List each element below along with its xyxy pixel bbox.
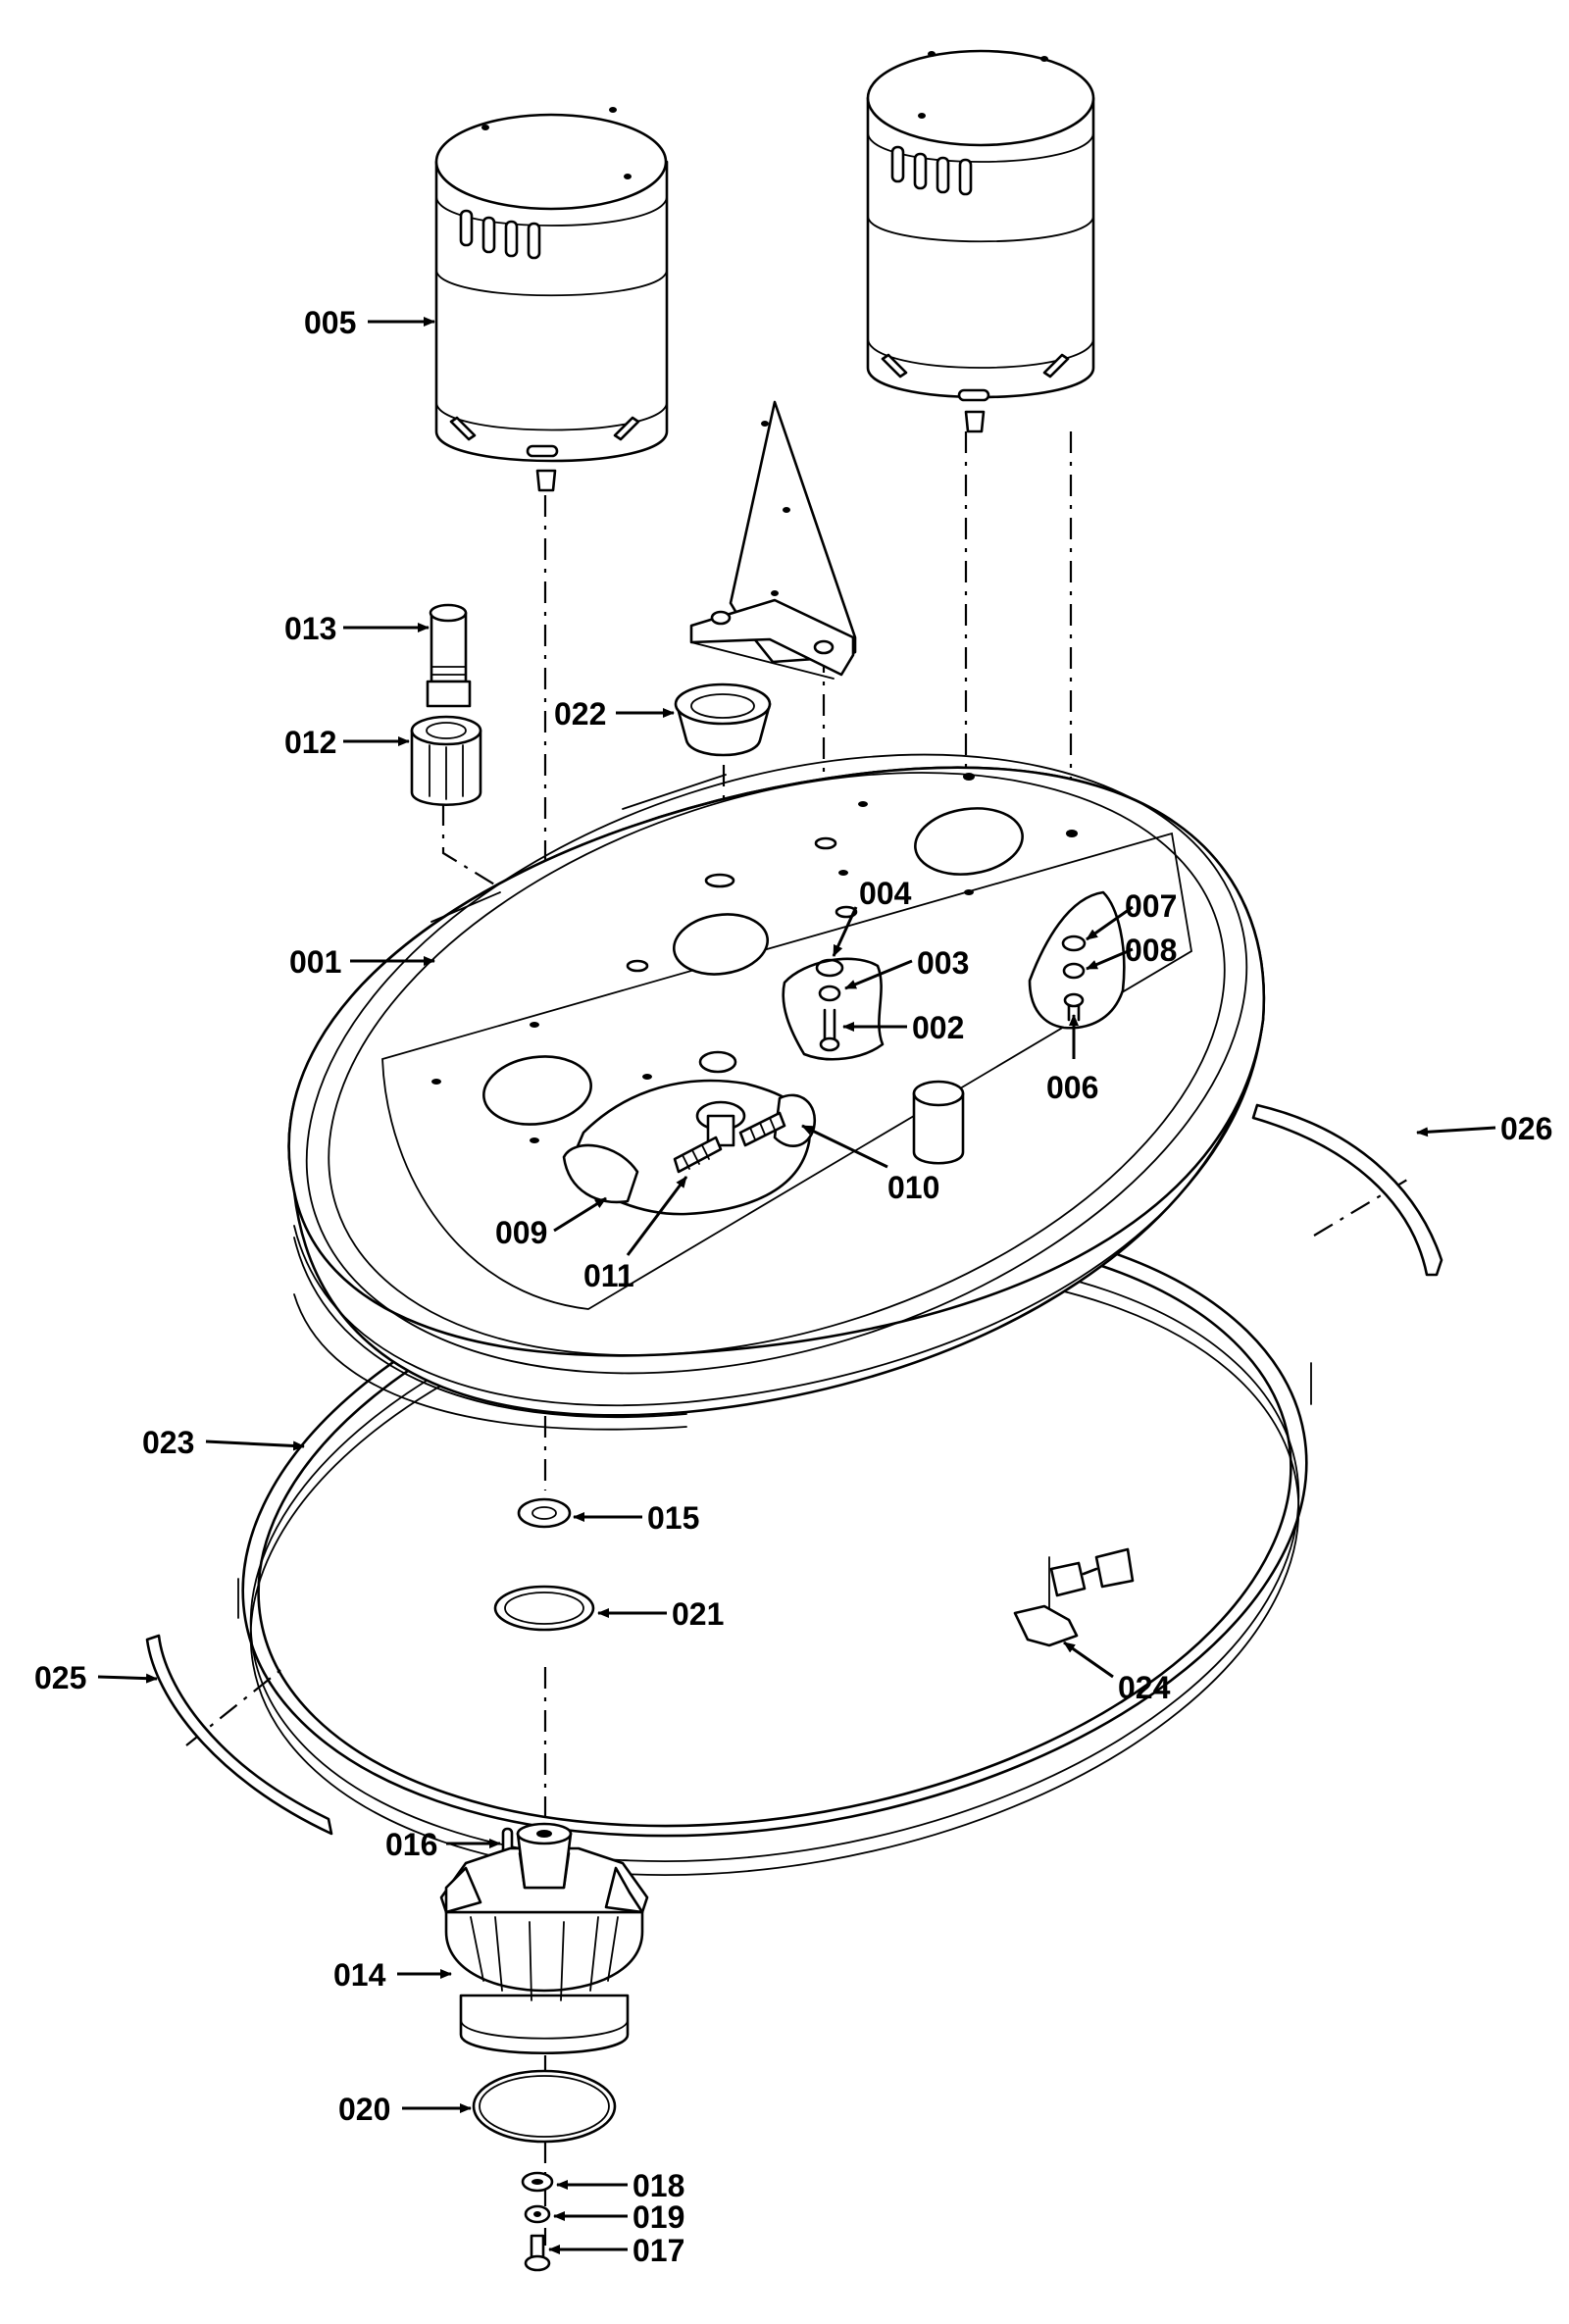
callout-007: 007 <box>1125 888 1177 924</box>
callout-009: 009 <box>495 1215 547 1250</box>
lock-washer-019 <box>524 2204 551 2224</box>
callout-006: 006 <box>1046 1070 1098 1105</box>
bolt-017 <box>524 2234 551 2272</box>
impeller-hub-014 <box>439 1822 649 2054</box>
leader-arrows <box>97 317 1496 2254</box>
callout-025: 025 <box>34 1660 86 1695</box>
callout-002: 002 <box>912 1010 964 1045</box>
callout-008: 008 <box>1125 933 1177 968</box>
washer-015 <box>517 1497 572 1529</box>
band-latch-024 <box>1013 1547 1135 1647</box>
callout-003: 003 <box>917 945 969 981</box>
callout-022: 022 <box>554 696 606 732</box>
mounting-bracket <box>689 400 857 680</box>
callout-023: 023 <box>142 1425 194 1460</box>
o-ring-021 <box>493 1585 595 1632</box>
fitting-013 <box>426 603 472 708</box>
seal-ring-020 <box>472 2069 617 2144</box>
callout-013: 013 <box>284 611 336 646</box>
main-housing-001 <box>287 753 1266 1431</box>
callout-014: 014 <box>333 1957 386 1993</box>
callout-024: 024 <box>1118 1670 1171 1705</box>
callout-016: 016 <box>385 1827 437 1862</box>
callout-018: 018 <box>633 2168 684 2203</box>
callout-019: 019 <box>633 2199 684 2235</box>
callout-010: 010 <box>887 1170 939 1205</box>
callout-015: 015 <box>647 1500 699 1536</box>
callout-001: 001 <box>289 944 341 980</box>
trim-strip-025 <box>145 1634 333 1836</box>
clamp-band-023 <box>237 1216 1312 1876</box>
callout-labels: 005 013 012 022 001 004 003 002 007 008 … <box>34 305 1552 2268</box>
callout-012: 012 <box>284 725 336 760</box>
grommet-022 <box>674 682 772 757</box>
washer-018 <box>521 2171 554 2193</box>
callout-020: 020 <box>338 2092 390 2127</box>
trim-strip-026 <box>1251 1103 1443 1277</box>
callout-005: 005 <box>304 305 356 340</box>
motor-right <box>866 49 1095 433</box>
callout-026: 026 <box>1500 1111 1552 1146</box>
callout-004: 004 <box>859 876 912 911</box>
callout-011: 011 <box>583 1258 634 1293</box>
callout-017: 017 <box>633 2233 684 2268</box>
coupler-012 <box>410 715 482 806</box>
motor-005 <box>434 107 669 492</box>
callout-021: 021 <box>672 1596 724 1632</box>
